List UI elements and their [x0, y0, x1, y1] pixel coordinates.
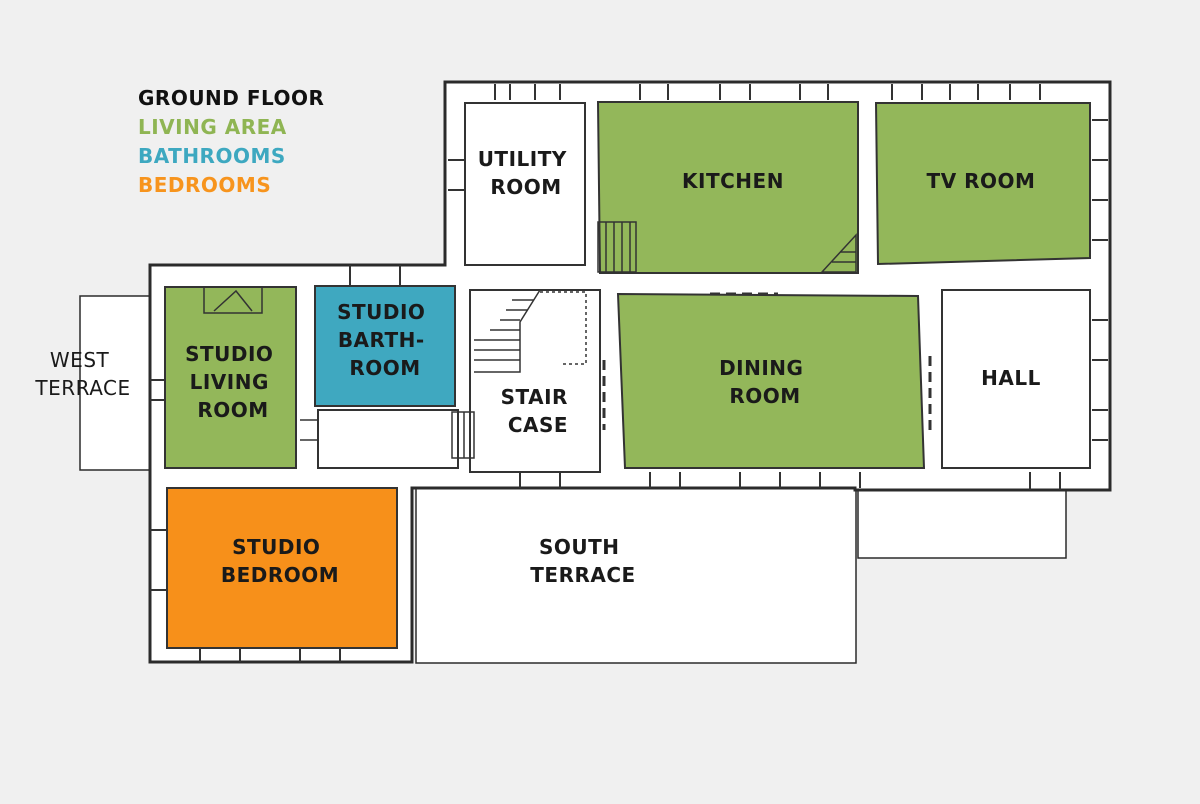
legend-bedrooms: BEDROOMS	[138, 173, 272, 197]
east-terrace-area	[857, 487, 1067, 559]
kitchen-area	[596, 101, 859, 274]
south-terrace-label: SOUTH TERRACE	[530, 535, 635, 587]
studio-bathroom-area	[314, 285, 456, 407]
west-terrace-area	[79, 295, 153, 471]
rooms	[164, 101, 1091, 649]
studio-bedroom-label: STUDIO BEDROOM	[221, 535, 339, 587]
studio-living-room-label: STUDIO LIVING ROOM	[185, 342, 281, 422]
window-marks	[150, 84, 1108, 662]
kitchen-label: KITCHEN	[682, 169, 784, 193]
legend-title: GROUND FLOOR	[138, 86, 325, 110]
staircase-label: STAIR CASE	[501, 385, 576, 437]
kitchen-stair-right	[820, 233, 857, 273]
dining-room-label: DINING ROOM	[719, 356, 811, 408]
studio-bathroom-label: STUDIO BARTH- ROOM	[337, 300, 433, 380]
hall-area	[941, 289, 1091, 469]
plan-details	[150, 84, 1108, 662]
legend-living-area: LIVING AREA	[138, 115, 287, 139]
studio-living-room-area	[164, 286, 297, 469]
tv-room-label: TV ROOM	[927, 169, 1036, 193]
south-terrace-area	[415, 487, 857, 664]
kitchen-stair-left	[597, 221, 637, 273]
fireplace	[203, 286, 263, 314]
studio-corridor-area	[317, 409, 459, 469]
tv-room-area	[874, 102, 1091, 266]
legend: GROUND FLOOR LIVING AREA BATHROOMS BEDRO…	[138, 84, 324, 200]
west-terrace-label: WEST TERRACE	[34, 348, 130, 400]
room-labels: UTILITY ROOM KITCHEN TV ROOM STUDIO LIVI…	[34, 147, 1041, 587]
hall-label: HALL	[981, 366, 1041, 390]
utility-room-label: UTILITY ROOM	[478, 147, 575, 199]
legend-bathrooms: BATHROOMS	[138, 144, 286, 168]
dining-room-area	[616, 292, 926, 469]
staircase-steps	[474, 289, 541, 373]
studio-bedroom-area	[166, 487, 398, 649]
staircase-area	[469, 289, 601, 473]
utility-room-area	[464, 102, 586, 266]
